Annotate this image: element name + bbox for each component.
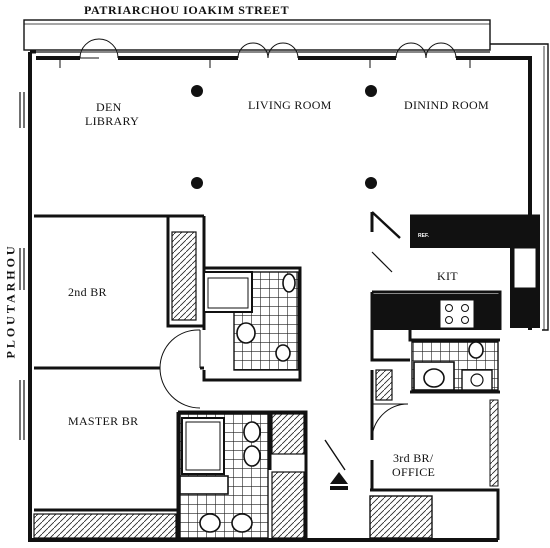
master-window-hatch <box>33 513 177 539</box>
room-label-dining: DININD ROOM <box>404 98 489 112</box>
bath-kitchen <box>375 341 499 487</box>
side-street-label: PLOUTARHOU <box>3 243 18 359</box>
room-label-2nd-br: 2nd BR <box>68 285 107 299</box>
bath-master <box>179 413 305 539</box>
closet-2nd-br <box>171 231 197 321</box>
room-label-kitchen: KIT <box>437 269 458 283</box>
room-label-3rd-br: 3rd BR/ <box>393 451 434 465</box>
right-balcony <box>490 43 549 331</box>
door-swings <box>159 211 409 471</box>
interior-walls <box>34 212 540 540</box>
top-windows <box>59 38 471 68</box>
room-label-office: OFFICE <box>392 465 436 479</box>
room-label-library: LIBRARY <box>85 114 140 128</box>
room-label-den: DEN <box>96 100 122 114</box>
room-label-living: LIVING ROOM <box>248 98 332 112</box>
top-balcony <box>23 19 491 51</box>
bath-2nd-br <box>203 271 299 371</box>
room-label-master-br: MASTER BR <box>68 414 139 428</box>
columns <box>191 85 377 189</box>
left-windows <box>19 92 25 440</box>
closet-3rd-br <box>369 495 433 539</box>
top-street-label: PATRIARCHOU IOAKIM STREET <box>84 3 290 17</box>
appliance-label-ref: REF. <box>418 233 429 239</box>
kitchen <box>372 216 540 330</box>
entry-arrow-icon <box>330 472 348 484</box>
